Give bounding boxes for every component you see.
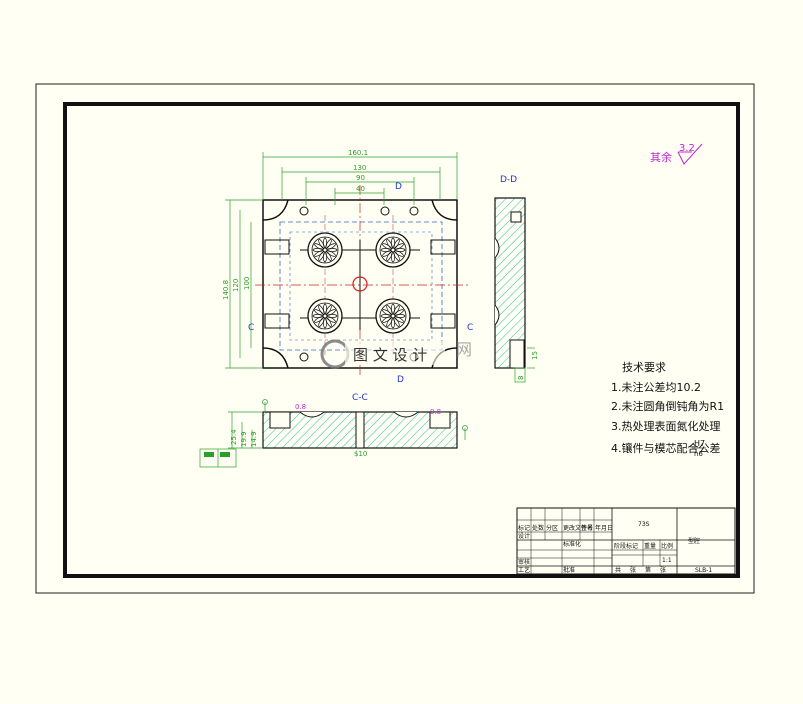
roughness-right: 0.8	[430, 408, 441, 416]
svg-text:网: 网	[456, 340, 472, 359]
svg-text:重量: 重量	[644, 542, 656, 550]
dim-140: 140.8	[222, 280, 230, 300]
svg-text:1:1: 1:1	[662, 557, 672, 564]
svg-text:标记: 标记	[518, 524, 530, 532]
roughness-note: 其余 3.2	[650, 143, 703, 165]
inner-frame	[63, 102, 740, 578]
svg-text:73S: 73S	[638, 521, 650, 528]
flower-cavity	[375, 232, 411, 268]
section-c-left: C	[248, 323, 254, 333]
svg-text:第: 第	[645, 566, 651, 574]
dim-130: 130	[353, 164, 366, 172]
dim-right-15: 15	[531, 351, 539, 360]
svg-text:年月日: 年月日	[595, 524, 613, 532]
flower-cavity	[375, 298, 411, 334]
svg-text:审核: 审核	[518, 558, 530, 566]
dim-right-8: 8	[517, 376, 525, 380]
svg-text:张: 张	[660, 566, 666, 574]
dimension-lines-left	[225, 199, 263, 369]
svg-text:设计: 设计	[518, 532, 530, 540]
section-dd-view	[494, 197, 535, 383]
svg-text:分区: 分区	[546, 524, 558, 532]
section-cc-view	[199, 399, 468, 468]
dim-90: 90	[356, 174, 365, 182]
outer-frame	[35, 83, 755, 594]
cc-title: C-C	[352, 393, 368, 403]
svg-text:工艺: 工艺	[518, 566, 530, 574]
tech-requirements: 技术要求 1.未注公差均10.2 2.未注圆角倒钝角为R1 3.热处理表面氮化处…	[611, 361, 724, 458]
svg-text:图 文 设 计: 图 文 设 计	[353, 346, 427, 364]
dim-160: 160.1	[348, 149, 368, 157]
svg-text:其余: 其余	[650, 150, 672, 164]
roughness-left: 0.8	[295, 403, 306, 411]
svg-text:n6: n6	[694, 450, 703, 458]
svg-text:技术要求: 技术要求	[622, 361, 666, 374]
dim-25-4: 25.4	[230, 429, 238, 445]
dim-19-9: 19.9	[240, 431, 248, 447]
flower-cavity	[307, 232, 343, 268]
flower-cavity	[307, 298, 343, 334]
svg-text:签名: 签名	[581, 524, 593, 532]
svg-text:比例: 比例	[661, 542, 673, 550]
section-c-right: C	[467, 323, 473, 333]
svg-text:3.2: 3.2	[679, 143, 695, 154]
svg-text:更改文件号: 更改文件号	[563, 524, 593, 532]
svg-text:SLB-1: SLB-1	[695, 567, 712, 574]
svg-text:H7: H7	[694, 439, 705, 448]
section-d-top: D	[395, 182, 402, 192]
dim-bottom: $10	[354, 450, 367, 458]
svg-text:4.镶件与模芯配合公差: 4.镶件与模芯配合公差	[611, 441, 721, 455]
dimension-lines-top	[262, 152, 458, 205]
svg-text:共: 共	[615, 566, 621, 574]
dim-40: 40	[356, 185, 365, 193]
dd-title: D-D	[500, 175, 517, 185]
dim-14-9: 14.9	[250, 431, 258, 447]
svg-text:处数: 处数	[532, 524, 544, 532]
svg-text:标准化: 标准化	[563, 540, 581, 548]
title-block: 73S 型腔 SLB-1 1:1 设计 审核 工艺 标记 处数 分区 更改文件号…	[516, 507, 736, 575]
svg-text:批准: 批准	[563, 566, 575, 574]
dim-120: 120	[232, 279, 240, 292]
svg-text:1.未注公差均10.2: 1.未注公差均10.2	[611, 380, 701, 394]
svg-text:2.未注圆角倒钝角为R1: 2.未注圆角倒钝角为R1	[611, 399, 724, 413]
cavity-flowers	[307, 232, 411, 334]
dim-100: 100	[243, 277, 251, 290]
svg-text:阶段标记: 阶段标记	[614, 542, 638, 550]
svg-text:张: 张	[630, 566, 636, 574]
watermark: 图 文 设 计 网	[320, 339, 472, 369]
svg-text:型腔: 型腔	[688, 537, 700, 545]
section-d-bottom: D	[397, 375, 404, 385]
svg-text:3.热处理表面氮化处理: 3.热处理表面氮化处理	[611, 419, 721, 433]
